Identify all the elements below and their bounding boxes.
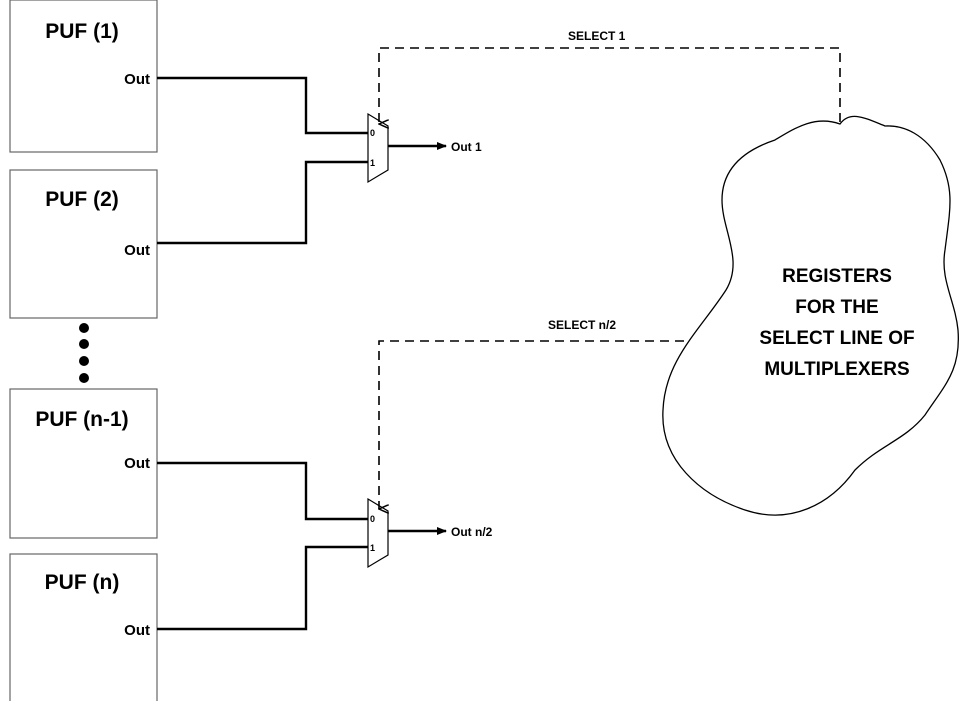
puf-block-n-minus-1: PUF (n-1) Out (9, 388, 158, 539)
puf-title-2: PUF (2) (45, 188, 119, 211)
puf-block-n: PUF (n) Out (9, 553, 158, 701)
registers-line-4: MULTIPLEXERS (764, 359, 909, 380)
puf-block-2: PUF (2) Out (9, 169, 158, 319)
registers-line-3: SELECT LINE OF (759, 328, 914, 349)
puf-title-n-minus-1: PUF (n-1) (35, 408, 128, 431)
mux2-output-label: Out n/2 (451, 525, 493, 539)
mux1-pin-0: 0 (370, 128, 375, 138)
ellipsis-dots (79, 323, 89, 383)
select-n2-line (379, 340, 714, 509)
registers-line-2: FOR THE (795, 297, 878, 318)
registers-line-1: REGISTERS (782, 266, 892, 287)
puf-title-1: PUF (1) (45, 20, 119, 43)
registers-cloud: REGISTERS FOR THE SELECT LINE OF MULTIPL… (662, 115, 959, 516)
mux1-pin-1: 1 (370, 158, 375, 168)
wire-pufn1-to-mux2 (157, 461, 368, 521)
multiplexer-1: 0 1 (367, 112, 389, 184)
wire-puf1-to-mux1 (157, 76, 368, 135)
puf-out-label-2: Out (124, 242, 150, 259)
wire-pufn-to-mux2 (157, 545, 368, 631)
select-n2-label: SELECT n/2 (548, 318, 616, 332)
mux2-pin-0: 0 (370, 514, 375, 524)
select-1-label: SELECT 1 (568, 29, 626, 43)
puf-block-1: PUF (1) Out (9, 0, 158, 153)
mux2-pin-1: 1 (370, 543, 375, 553)
puf-title-n: PUF (n) (45, 571, 120, 594)
puf-out-label-1: Out (124, 71, 150, 88)
select-1-line (379, 47, 841, 124)
puf-out-label-n: Out (124, 622, 150, 639)
mux1-output-label: Out 1 (451, 140, 482, 154)
puf-out-label-n-minus-1: Out (124, 455, 150, 472)
multiplexer-2: 0 1 (367, 497, 389, 569)
wire-puf2-to-mux1 (157, 160, 368, 245)
